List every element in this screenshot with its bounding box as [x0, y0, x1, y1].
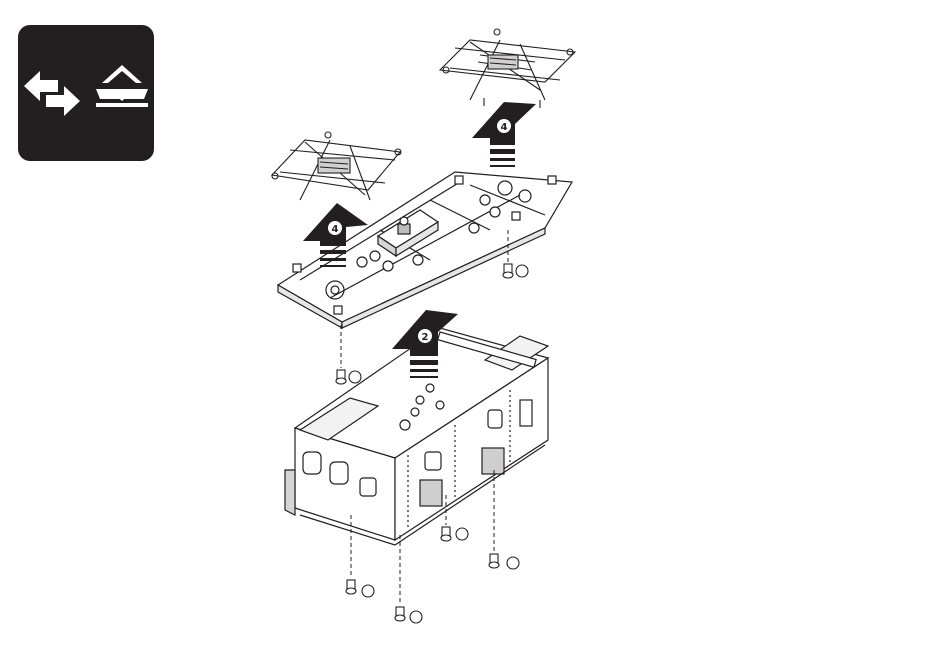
screw-body-4 [489, 554, 519, 569]
screw-roof-right [503, 264, 528, 278]
step-number-label: 4 [501, 122, 508, 133]
pantograph-rear [440, 29, 575, 108]
step-number-label: 4 [332, 224, 339, 235]
screw-body-2 [395, 607, 422, 623]
screw-body-3 [441, 527, 468, 541]
step-number-label: 2 [422, 332, 429, 343]
screw-roof-left [336, 370, 361, 384]
lift-arrow-roof-rear: 4 [472, 102, 536, 167]
screw-body-1 [346, 580, 374, 597]
pantograph-front [272, 132, 401, 200]
